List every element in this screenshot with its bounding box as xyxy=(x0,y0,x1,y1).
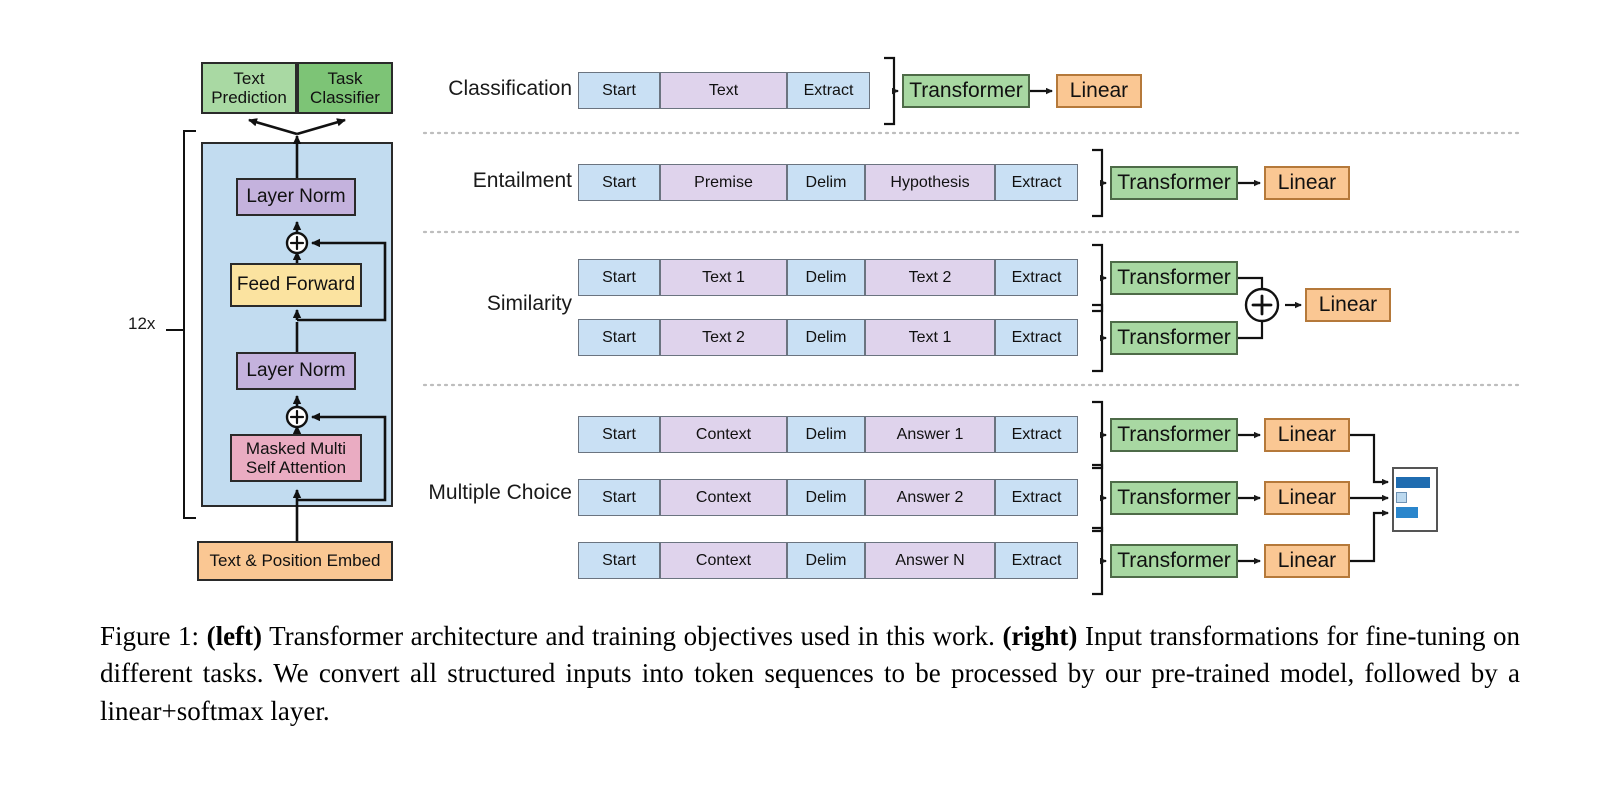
transformer-box: Transformer xyxy=(1110,418,1238,452)
token-delim: Delim xyxy=(787,319,865,356)
text-position-embed: Text & Position Embed xyxy=(197,541,393,581)
linear-box: Linear xyxy=(1305,288,1391,322)
masked-multi-self-attention: Masked Multi Self Attention xyxy=(230,434,362,482)
token-delim: Delim xyxy=(787,479,865,516)
token-delim: Delim xyxy=(787,164,865,201)
head-task-classifier: Task Classifier xyxy=(297,62,393,114)
token-extract: Extract xyxy=(995,164,1078,201)
token-text-2: Text 2 xyxy=(865,259,995,296)
token-context: Context xyxy=(660,542,787,579)
figure-caption: Figure 1: (left) Transformer architectur… xyxy=(100,618,1520,730)
token-delim: Delim xyxy=(787,416,865,453)
token-answer-2: Answer 2 xyxy=(865,479,995,516)
token-extract: Extract xyxy=(995,259,1078,296)
feed-forward: Feed Forward xyxy=(230,263,362,307)
token-text: Text xyxy=(660,72,787,109)
token-start: Start xyxy=(578,542,660,579)
token-start: Start xyxy=(578,479,660,516)
token-delim: Delim xyxy=(787,259,865,296)
transformer-box: Transformer xyxy=(1110,321,1238,355)
token-text-1: Text 1 xyxy=(865,319,995,356)
repeat-count-label: 12x xyxy=(128,314,156,333)
softmax-bar-3 xyxy=(1396,507,1418,518)
layer-norm-bottom: Layer Norm xyxy=(236,352,356,390)
token-extract: Extract xyxy=(995,479,1078,516)
token-answer-1: Answer 1 xyxy=(865,416,995,453)
token-context: Context xyxy=(660,479,787,516)
token-start: Start xyxy=(578,164,660,201)
token-answer-n: Answer N xyxy=(865,542,995,579)
token-start: Start xyxy=(578,416,660,453)
caption-figure-number: Figure 1: xyxy=(100,621,200,651)
task-label-entailment: Entailment xyxy=(472,169,572,192)
token-text-2: Text 2 xyxy=(660,319,787,356)
caption-right-tag: (right) xyxy=(1002,621,1078,651)
token-premise: Premise xyxy=(660,164,787,201)
token-start: Start xyxy=(578,72,660,109)
softmax-bar-1 xyxy=(1396,477,1430,488)
task-label-multiple-choice: Multiple Choice xyxy=(428,481,572,504)
token-start: Start xyxy=(578,319,660,356)
caption-text-1: Transformer architecture and training ob… xyxy=(262,621,1003,651)
token-extract: Extract xyxy=(995,319,1078,356)
linear-box: Linear xyxy=(1056,74,1142,108)
softmax-bar-2 xyxy=(1396,492,1407,503)
transformer-box: Transformer xyxy=(1110,544,1238,578)
linear-box: Linear xyxy=(1264,544,1350,578)
transformer-box: Transformer xyxy=(902,74,1030,108)
linear-box: Linear xyxy=(1264,481,1350,515)
head-text-prediction: Text Prediction xyxy=(201,62,297,114)
token-start: Start xyxy=(578,259,660,296)
transformer-box: Transformer xyxy=(1110,261,1238,295)
token-extract: Extract xyxy=(995,542,1078,579)
token-context: Context xyxy=(660,416,787,453)
layer-norm-top: Layer Norm xyxy=(236,178,356,216)
caption-left-tag: (left) xyxy=(206,621,263,651)
transformer-box: Transformer xyxy=(1110,166,1238,200)
linear-box: Linear xyxy=(1264,418,1350,452)
task-label-similarity: Similarity xyxy=(486,292,572,315)
token-hypothesis: Hypothesis xyxy=(865,164,995,201)
transformer-box: Transformer xyxy=(1110,481,1238,515)
caption-text-2: Input transformations for fine-tuning on… xyxy=(100,621,1520,726)
task-label-classification: Classification xyxy=(448,77,572,100)
token-extract: Extract xyxy=(995,416,1078,453)
linear-box: Linear xyxy=(1264,166,1350,200)
token-extract: Extract xyxy=(787,72,870,109)
token-delim: Delim xyxy=(787,542,865,579)
token-text-1: Text 1 xyxy=(660,259,787,296)
